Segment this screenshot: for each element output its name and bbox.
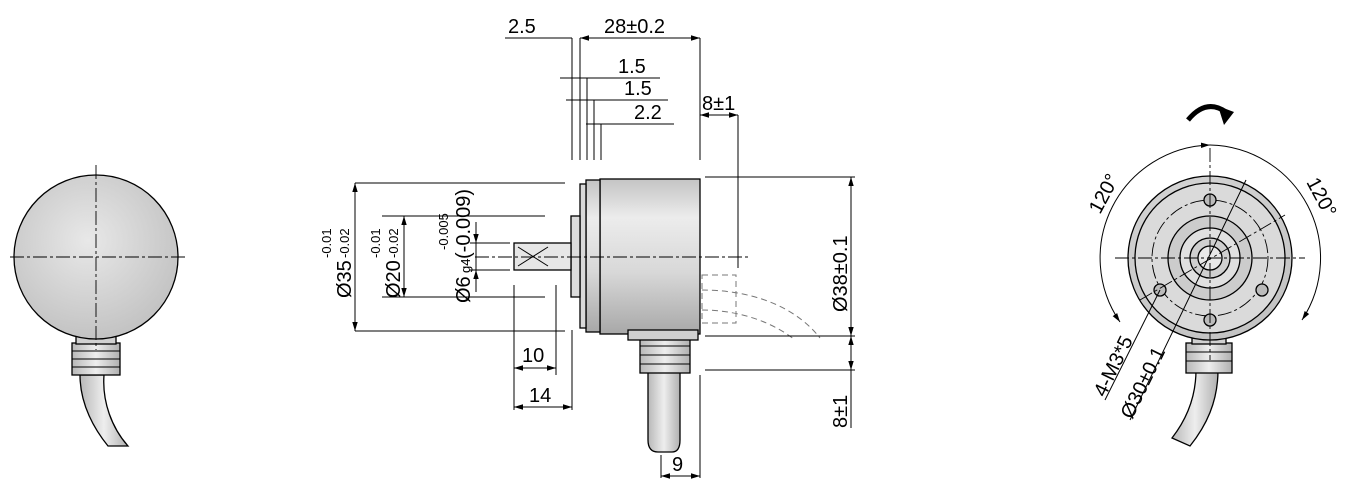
dim-6-paren: (-0.009) (453, 189, 475, 259)
dim-38: Ø38±0.1 (830, 235, 852, 312)
front-view: 120° 120° 4-M3*5 Ø30±0.1 (1085, 104, 1341, 447)
dim-2-5: 2.5 (508, 16, 536, 38)
side-view-shaft (513, 242, 572, 271)
dim-10: 10 (522, 345, 544, 367)
dim-20-tol-low: -0.02 (386, 228, 401, 258)
dim-35-tol-up: -0.01 (319, 228, 334, 258)
side-view-pilot (570, 215, 581, 298)
dim-8-bottom: 8±1 (830, 395, 852, 428)
angle-right: 120° (1302, 174, 1341, 221)
side-view-cable (647, 371, 681, 453)
dim-28: 28±0.2 (604, 16, 665, 38)
side-view: 2.5 28±0.2 1.5 1.5 2.2 8±1 Ø35 -0.01 -0.… (319, 16, 855, 479)
dim-14: 14 (529, 385, 551, 407)
back-view (10, 165, 185, 447)
back-view-cable (79, 374, 130, 447)
mount-hole-right (1255, 283, 1269, 297)
front-view-cable (1170, 369, 1219, 447)
dim-1-5-a: 1.5 (618, 56, 646, 78)
dim-8-top: 8±1 (702, 93, 735, 115)
dim-35: Ø35 (334, 260, 356, 298)
angle-left: 120° (1085, 170, 1124, 217)
dim-6-fit: g4 (458, 259, 473, 273)
dim-2-2: 2.2 (634, 102, 662, 124)
dim-1-5-b: 1.5 (624, 78, 652, 100)
dim-35-tol-low: -0.02 (337, 228, 352, 258)
dim-6: Ø6 (453, 276, 475, 303)
dim-9: 9 (672, 454, 683, 476)
side-view-housing (599, 178, 701, 335)
side-view-flange (585, 179, 601, 333)
front-view-cable-gland (1185, 342, 1233, 374)
dim-20: Ø20 (383, 260, 405, 298)
dim-20-tol-up: -0.01 (368, 228, 383, 258)
dim-6-tol-up: -0.005 (436, 213, 451, 250)
